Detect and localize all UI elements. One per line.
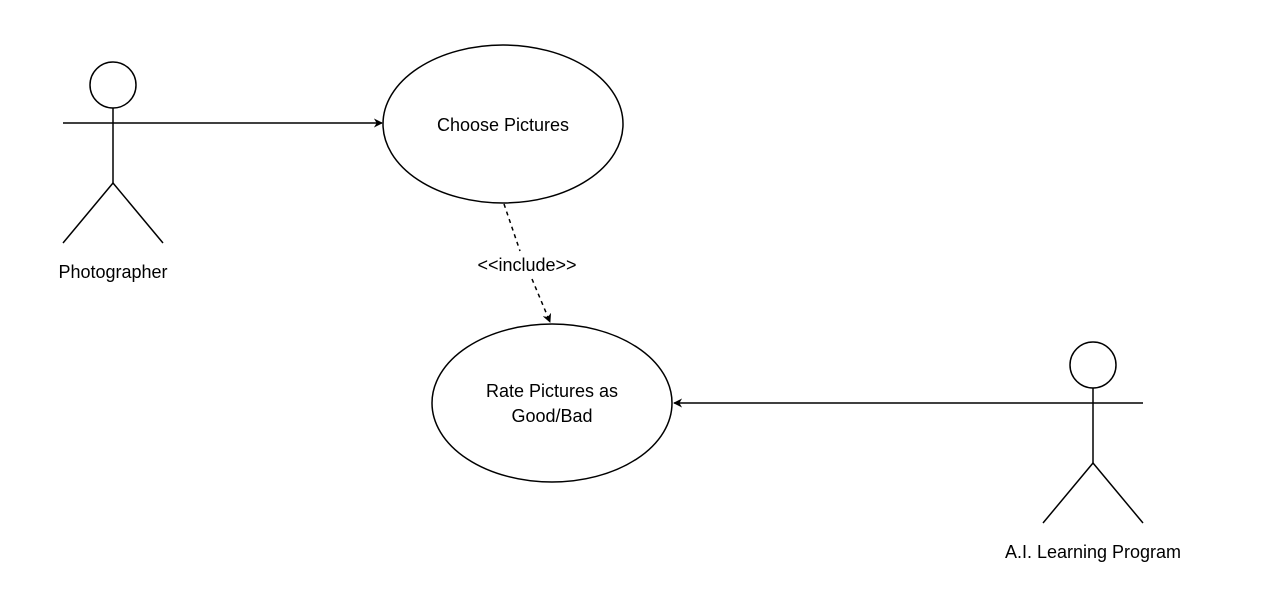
include-dependency-lower [531, 278, 552, 323]
actor-right-leg [1092, 462, 1144, 524]
actor-head [89, 61, 137, 109]
include-dependency-upper [503, 203, 521, 252]
actor-head [1069, 341, 1117, 389]
use-case-rate-pictures-label-line2: Good/Bad [511, 406, 592, 426]
use-case-rate-pictures [431, 323, 673, 483]
use-case-choose-pictures [382, 44, 624, 204]
actor-left-leg [62, 182, 114, 244]
actor-photographer-label: Photographer [58, 262, 167, 282]
use-case-choose-pictures-label: Choose Pictures [437, 115, 569, 135]
actor-photographer [62, 61, 164, 244]
include-label: <<include>> [477, 255, 576, 275]
actor-ai-learning-program [1042, 341, 1144, 524]
actor-left-leg [1042, 462, 1094, 524]
actor-ai-learning-program-label: A.I. Learning Program [1005, 542, 1181, 562]
actor-right-leg [112, 182, 164, 244]
use-case-rate-pictures-label-line1: Rate Pictures as [486, 381, 618, 401]
